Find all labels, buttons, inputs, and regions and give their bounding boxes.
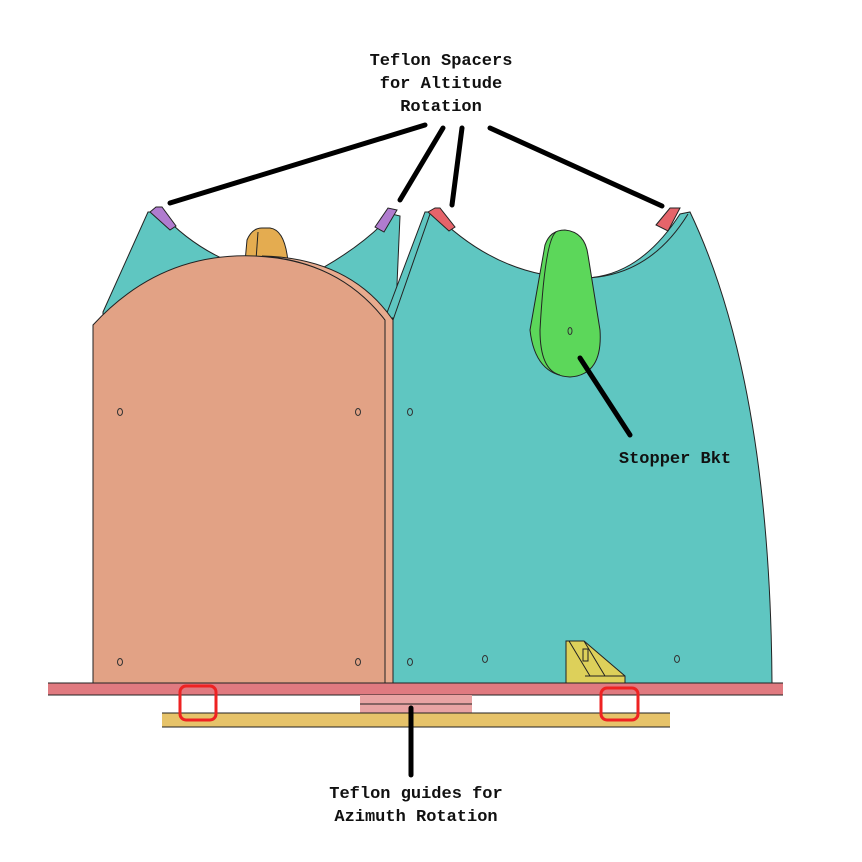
label-spacers-line1: Teflon Spacers — [370, 52, 513, 71]
main-teal-panel — [384, 211, 773, 684]
teflon-spacer-purple-2 — [374, 207, 398, 233]
teflon-guide-highlight-left — [178, 684, 218, 722]
green-bracket-edge — [539, 231, 561, 376]
label-stopper: Stopper Bkt — [619, 450, 731, 469]
label-guides-line2: Azimuth Rotation — [334, 808, 497, 827]
azimuth-base-plate — [48, 683, 783, 695]
yellow-corner-bracket — [565, 640, 626, 684]
teflon-spacer-red-1 — [427, 207, 456, 232]
label-guides-line1: Teflon guides for — [329, 785, 502, 804]
knob-edge — [255, 231, 259, 261]
label-spacers-line2: for Altitude — [380, 75, 502, 94]
lower-guide-bar — [162, 713, 670, 727]
orange-knob — [244, 227, 289, 263]
teflon-guide-highlight-right — [599, 686, 640, 722]
leader-lines — [167, 122, 665, 778]
main-teal-panel-bevel — [392, 213, 689, 321]
label-spacers-line3: Rotation — [400, 98, 482, 117]
salmon-panel-edge-strip — [261, 255, 394, 684]
teflon-spacer-red-2 — [655, 207, 681, 232]
mounting-holes — [117, 408, 680, 666]
salmon-side-panel — [92, 255, 386, 684]
teflon-spacer-purple-1 — [149, 206, 177, 231]
bracket-hole — [567, 327, 573, 335]
green-stopper-bracket — [529, 229, 601, 378]
